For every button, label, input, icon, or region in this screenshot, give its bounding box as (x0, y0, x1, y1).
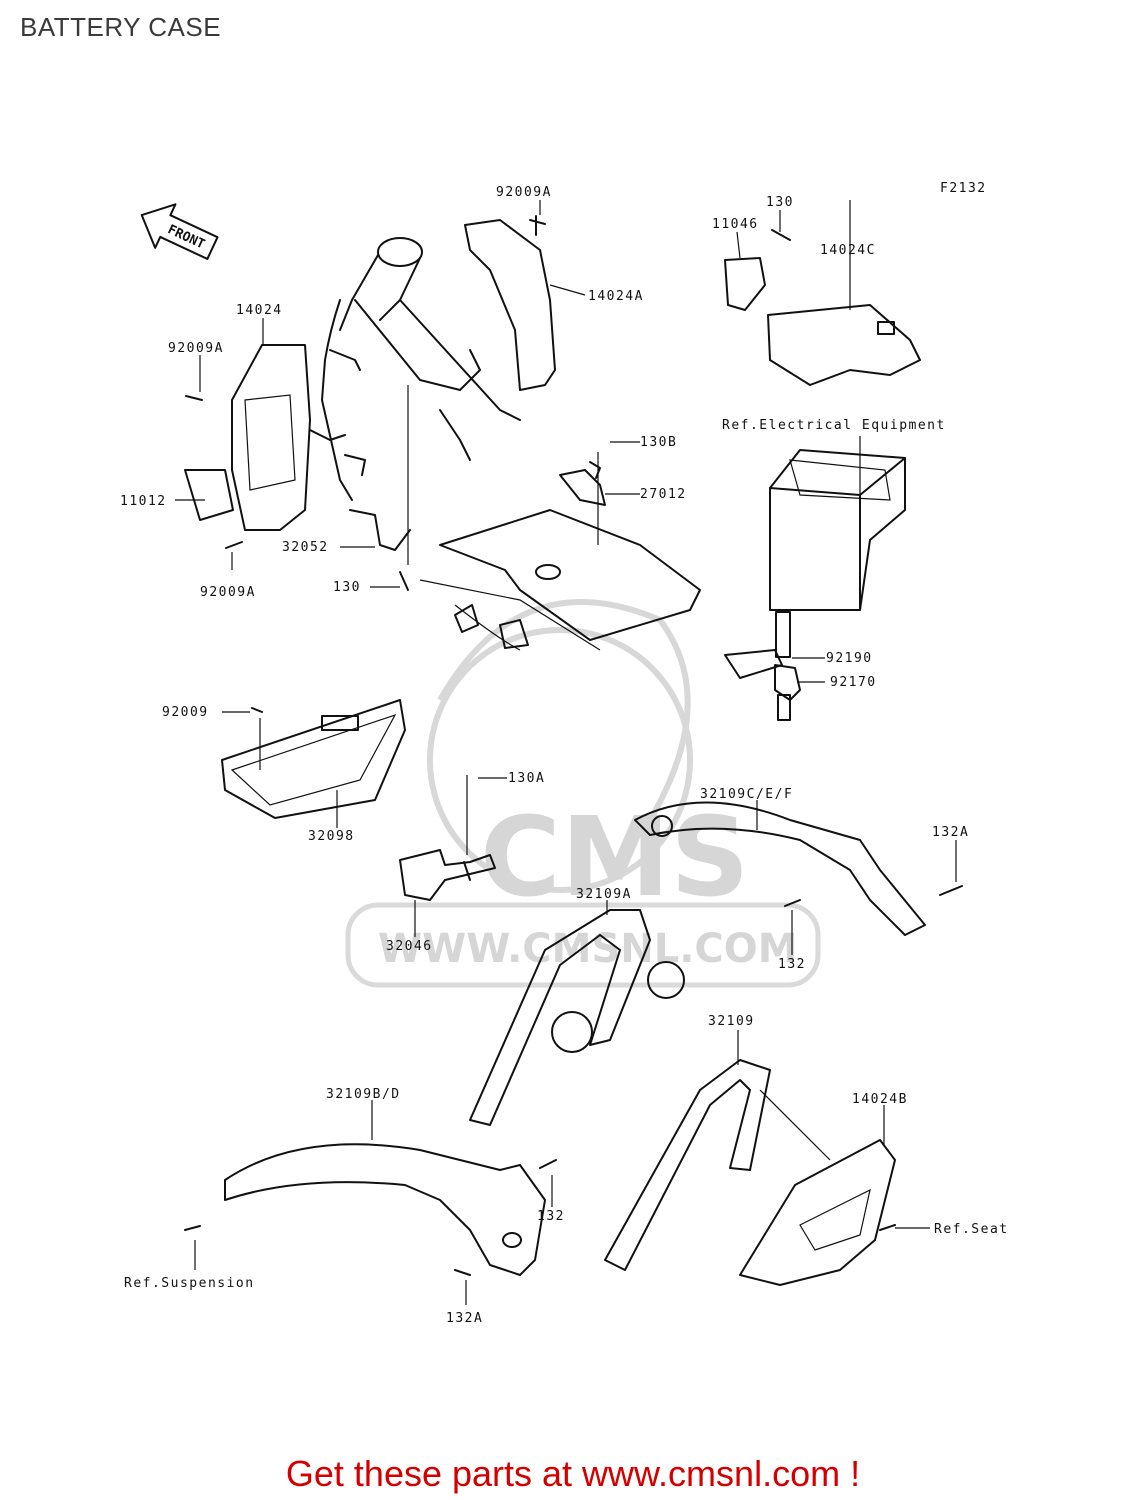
callout-labels: 92009A F2132 130 11046 14024C 14024A 140… (120, 181, 1009, 1326)
watermark-logo: CMS (480, 793, 749, 921)
strap-92190 (724, 649, 783, 679)
clip-27012 (559, 469, 606, 506)
callout-14024B: 14024B (852, 1092, 908, 1107)
callout-11046: 11046 (712, 217, 759, 232)
cover-14024C (767, 304, 921, 386)
callout-132A-bottom: 132A (446, 1311, 483, 1326)
callout-11012: 11012 (120, 494, 167, 509)
callout-132-low: 132 (537, 1209, 565, 1224)
battery (769, 449, 906, 611)
callout-14024A: 14024A (588, 289, 644, 304)
callout-ref-electrical: Ref.Electrical Equipment (722, 418, 946, 433)
bracket-32052 (349, 509, 411, 551)
callout-32109CEF: 32109C/E/F (700, 787, 793, 802)
callout-130B: 130B (640, 435, 677, 450)
tray-32098 (221, 699, 406, 819)
callout-32046: 32046 (386, 939, 433, 954)
callout-14024C: 14024C (820, 243, 876, 258)
callout-32109: 32109 (708, 1014, 755, 1029)
callout-92009A-left: 92009A (168, 341, 224, 356)
callout-132A-right: 132A (932, 825, 969, 840)
callout-27012: 27012 (640, 487, 687, 502)
get-parts-link[interactable]: Get these parts at www.cmsnl.com ! (285, 1453, 861, 1494)
callout-130A: 130A (508, 771, 545, 786)
callout-32109BD: 32109B/D (326, 1087, 401, 1102)
pad-11012 (184, 469, 234, 521)
callout-92009: 92009 (162, 705, 209, 720)
battery-tray-frame (439, 509, 701, 641)
callout-32109A: 32109A (576, 887, 632, 902)
callout-14024: 14024 (236, 303, 283, 318)
bracket-11046 (724, 257, 766, 311)
cover-14024 (231, 344, 311, 531)
callout-132-mid: 132 (778, 957, 806, 972)
front-arrow-icon: FRONT (140, 203, 219, 260)
callout-figure-code: F2132 (940, 181, 987, 196)
callout-92170: 92170 (830, 675, 877, 690)
callout-92009A-bottom: 92009A (200, 585, 256, 600)
collar-92170 (774, 664, 801, 701)
handle-32109 (604, 1059, 771, 1271)
bracket-32046 (399, 849, 496, 901)
leader-lines (175, 200, 957, 1305)
rail-32109BD (224, 1143, 546, 1276)
callout-92190: 92190 (826, 651, 873, 666)
callout-92009A-top: 92009A (496, 185, 552, 200)
page-title: BATTERY CASE (20, 12, 222, 42)
watermark-url: WWW.CMSNL.COM (378, 926, 798, 972)
callout-130-mid: 130 (333, 580, 361, 595)
frame-section (309, 237, 521, 501)
callout-32052: 32052 (282, 540, 329, 555)
cover-14024A (464, 219, 556, 391)
bolt-icons (184, 215, 963, 1276)
cover-14024B (739, 1139, 896, 1286)
callout-ref-seat: Ref.Seat (934, 1222, 1009, 1237)
rail-32109CEF (634, 801, 926, 936)
handle-32109A (469, 909, 651, 1126)
callout-32098: 32098 (308, 829, 355, 844)
callout-ref-suspension: Ref.Suspension (124, 1276, 255, 1291)
callout-130-top: 130 (766, 195, 794, 210)
